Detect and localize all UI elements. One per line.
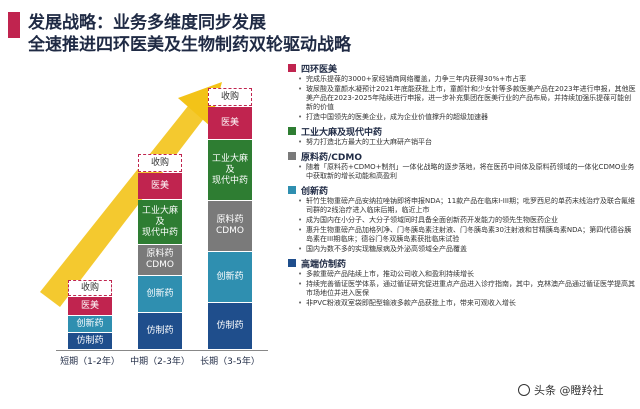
watermark: 头条 @瞪羚社 [514,380,608,400]
category-label: 短期（1-2年） [60,357,120,367]
bar-segment-1: 仿制药 [68,333,112,349]
section-bullet: 随着「原料药+CDMO+制剂」一体化战略的逐步落地，将在医药中间体及原料药领域的… [288,163,636,181]
section-title: 工业大麻及现代中药 [301,127,383,138]
section-header: 高端仿制药 [288,257,636,270]
section-5: 高端仿制药多款重磅产品陆续上市，推动公司收入和盈利持续增长持续完善循证医学体系，… [288,257,636,308]
section-header: 创新药 [288,184,636,197]
section-bullet: 国内为数不多的实现糖尿病及外泌高领域全产品覆盖 [288,245,636,254]
section-title: 原料药/CDMO [301,152,362,163]
section-bullet: 惠升生物重磅产品加格列净、门冬胰岛素注射液、门冬胰岛素30注射液和甘精胰岛素ND… [288,226,636,244]
section-4: 创新药轩竹生物重磅产品安纳拉唑钠即将申报NDA；11款产品在临床I-III期；吡… [288,184,636,254]
watermark-logo-icon [518,384,530,396]
section-header: 原料药/CDMO [288,150,636,163]
section-title: 创新药 [301,186,329,197]
section-marker-icon [288,186,296,194]
bar-segment-2: 创新药 [208,252,252,302]
section-title: 四环医美 [301,64,338,75]
section-bullet: 打造中国领先的医美企业，成为企业价值撑升的超级加速器 [288,113,636,122]
title-accent-bar [8,12,20,38]
bar-segment-5: 医美 [208,107,252,139]
bar-segment-6: 收购 [208,88,252,106]
page-subtitle: 全速推进四环医美及生物制药双轮驱动战略 [28,35,351,55]
bar-segment-2: 创新药 [138,276,182,312]
section-bullet: 轩竹生物重磅产品安纳拉唑钠即将申报NDA；11款产品在临床I-III期；吡罗西尼… [288,197,636,215]
section-2: 工业大麻及现代中药努力打造北方最大的工业大麻研产销平台 [288,125,636,147]
section-bullet: 成为国内在小分子、大分子领域同时具备全面创新药开发能力的领先生物医药企业 [288,216,636,225]
bar-segment-2: 创新药 [68,316,112,332]
section-marker-icon [288,64,296,72]
section-bullet: 多款重磅产品陆续上市，推动公司收入和盈利持续增长 [288,270,636,279]
section-marker-icon [288,152,296,160]
bar-segment-6: 收购 [138,154,182,172]
section-1: 四环医美完成乐提葆的3000+家经销商网络覆盖，力争三年内获得30%+市占率玻尿… [288,62,636,122]
section-marker-icon [288,127,296,135]
section-marker-icon [288,259,296,267]
chart-baseline [56,350,268,351]
section-header: 四环医美 [288,62,636,75]
strategy-details-panel: 四环医美完成乐提葆的3000+家经销商网络覆盖，力争三年内获得30%+市占率玻尿… [288,62,636,311]
section-3: 原料药/CDMO随着「原料药+CDMO+制剂」一体化战略的逐步落地，将在医药中间… [288,150,636,181]
section-bullet: 持续完善循证医学体系，通过循证研究促进重点产品进入诊疗指南，其中，克林澳产品通过… [288,280,636,298]
section-header: 工业大麻及现代中药 [288,125,636,138]
watermark-text: 头条 @瞪羚社 [534,384,604,397]
bar-segment-4: 工业大麻及现代中药 [208,140,252,200]
section-bullet: 努力打造北方最大的工业大麻研产销平台 [288,138,636,147]
bar-segment-5: 医美 [138,173,182,199]
bar-segment-1: 仿制药 [208,303,252,349]
bar-segment-1: 仿制药 [138,313,182,349]
bar-segment-6: 收购 [68,280,112,296]
category-label: 中期（2-3年） [130,357,190,367]
category-label: 长期（3-5年） [200,357,260,367]
section-title: 高端仿制药 [301,259,347,270]
bar-segment-4: 工业大麻及现代中药 [138,200,182,244]
section-bullet: 玻尿酸及童颜水凝预计2021年底能获批上市，童颜针和少女针等多款医美产品在202… [288,85,636,112]
section-bullet: 非PVC粉液双室袋即配型输液多款产品获批上市，带来可观收入增长 [288,299,636,308]
bar-segment-5: 医美 [68,297,112,315]
section-bullet: 完成乐提葆的3000+家经销商网络覆盖，力争三年内获得30%+市占率 [288,75,636,84]
page-title: 发展战略：业务多维度同步发展 [28,13,266,33]
